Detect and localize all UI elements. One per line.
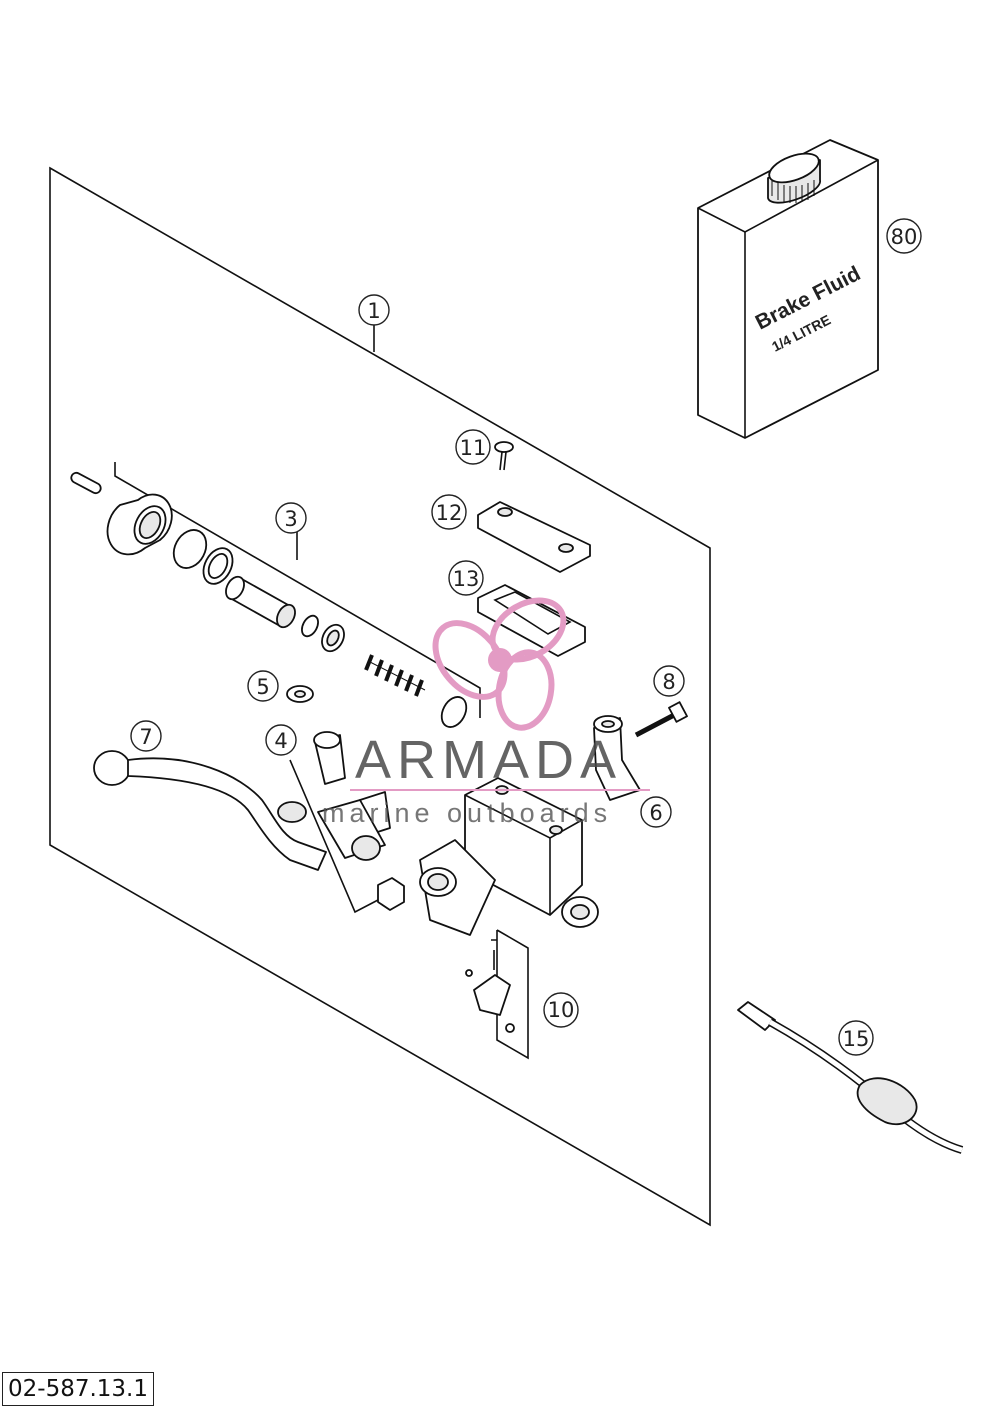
callout-10: 10 (543, 992, 579, 1028)
callout-1: 1 (358, 294, 390, 326)
callout-7: 7 (130, 720, 162, 752)
watermark: ARMADA marine outboards (322, 597, 650, 828)
piston-parts (70, 471, 468, 728)
lever-adjuster (289, 731, 405, 914)
svg-text:13: 13 (453, 567, 480, 591)
svg-text:12: 12 (436, 501, 463, 525)
propeller-logo (432, 597, 567, 731)
callout-6: 6 (640, 796, 672, 828)
piston-kit-bracket (114, 462, 481, 718)
callout-13: 13 (448, 560, 484, 596)
svg-text:15: 15 (843, 1027, 870, 1051)
watermark-title: ARMADA (355, 730, 622, 790)
svg-text:5: 5 (256, 675, 269, 699)
svg-text:80: 80 (891, 225, 918, 249)
callout-15: 15 (838, 1020, 874, 1056)
svg-text:10: 10 (548, 998, 575, 1022)
svg-text:4: 4 (274, 729, 287, 753)
reservoir-cover (477, 501, 591, 573)
brake-lever (93, 750, 327, 871)
master-cylinder-body (419, 777, 599, 936)
callout-4: 4 (265, 724, 297, 756)
screw-11 (494, 441, 514, 471)
svg-text:11: 11 (460, 436, 487, 460)
svg-text:1: 1 (367, 299, 380, 323)
svg-text:8: 8 (662, 670, 675, 694)
svg-text:3: 3 (284, 507, 297, 531)
callout-3: 3 (275, 502, 307, 534)
callout-11: 11 (455, 429, 491, 465)
callout-12: 12 (431, 494, 467, 530)
assembly-panel (49, 166, 711, 1227)
svg-text:6: 6 (649, 801, 662, 825)
callout-8: 8 (653, 665, 685, 697)
callout-5: 5 (247, 670, 279, 702)
watermark-subtitle: marine outboards (322, 798, 612, 828)
callout-80: 80 (886, 218, 922, 254)
brake-fluid-container: Brake Fluid 1/4 LITRE (697, 139, 879, 439)
container-cap (767, 152, 821, 204)
svg-text:7: 7 (139, 725, 152, 749)
drawing-code-label: 02-587.13.1 (2, 1372, 154, 1406)
bolt-8 (634, 701, 688, 738)
brake-switch (465, 929, 529, 1060)
brake-hose (737, 1001, 964, 1154)
clamp-6 (593, 715, 641, 801)
